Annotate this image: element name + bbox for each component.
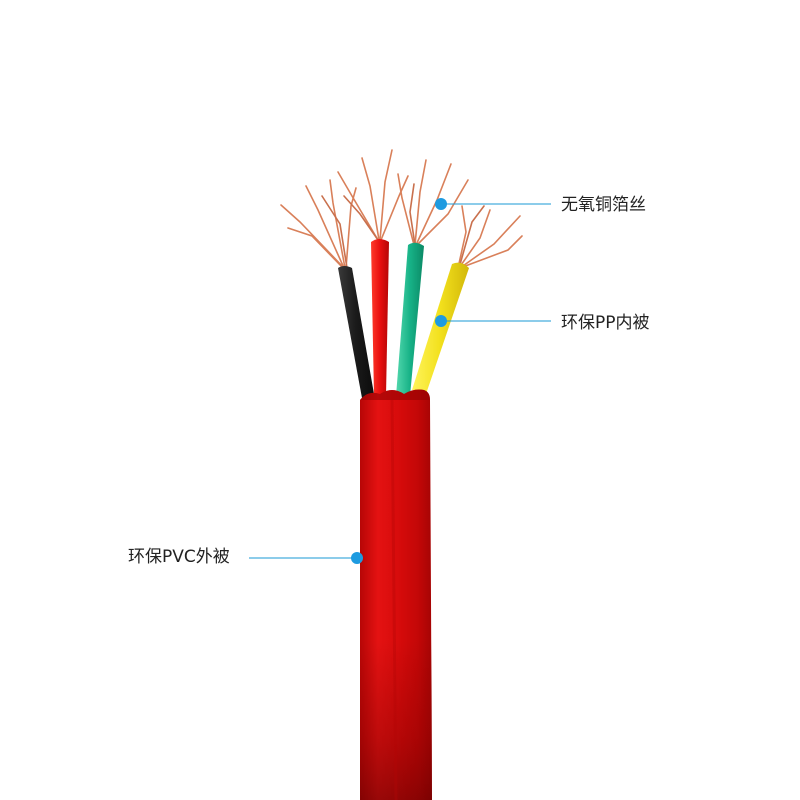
callout-inner: [435, 315, 551, 327]
callout-label-copper: 无氧铜箔丝: [561, 195, 646, 215]
copper-strands: [280, 149, 523, 269]
callout-copper: [435, 198, 551, 210]
outer-sheath: [360, 389, 432, 800]
red-core: [371, 239, 389, 396]
callout-outer: [249, 552, 363, 564]
callout-dot: [435, 198, 447, 210]
yellow-core: [412, 262, 469, 394]
callout-label-outer-sheath: 环保PVC外被: [128, 547, 230, 567]
core-insulations: [338, 239, 469, 398]
callout-dot: [435, 315, 447, 327]
green-core: [396, 242, 424, 396]
black-core: [338, 266, 374, 398]
callout-label-inner-insulation: 环保PP内被: [561, 313, 650, 333]
callout-dot: [351, 552, 363, 564]
